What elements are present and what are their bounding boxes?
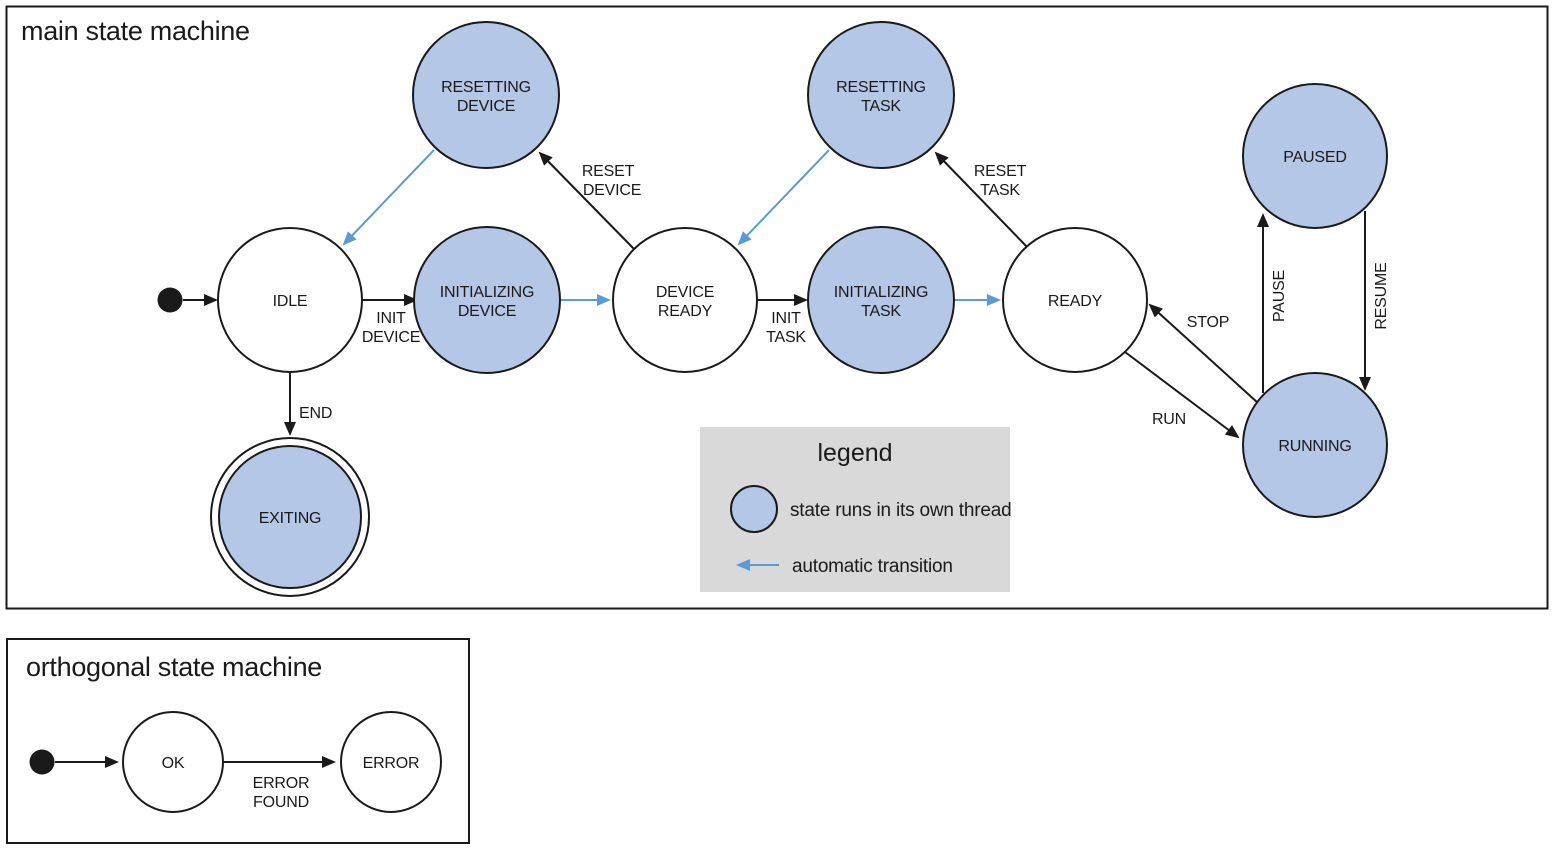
state-device-ready-label-line2: READY — [658, 303, 713, 320]
transition-run-label: RUN — [1152, 411, 1186, 428]
main-state-machine-title: main state machine — [21, 16, 250, 46]
transition-init-task-label-line2: TASK — [766, 329, 806, 346]
transition-reset-task-label-line2: TASK — [980, 182, 1020, 199]
transition-init-task-label-line1: INIT — [771, 310, 801, 327]
state-resetting-task-label-line1: RESETTING — [836, 79, 926, 96]
transition-init-device-label-line1: INIT — [376, 310, 406, 327]
state-device-ready-label-line1: DEVICE — [656, 284, 714, 301]
state-error — [340, 711, 442, 813]
transition-reset-device-label-line1: RESET — [582, 163, 635, 180]
transition-auto-resetting-device-to-idle — [342, 149, 435, 246]
state-resetting-task-label-line2: TASK — [861, 98, 901, 115]
orthogonal-state-machine: orthogonal state machine ERROR FOUND OK … — [6, 638, 470, 844]
transition-stop — [1148, 303, 1259, 404]
orthogonal-state-machine-title: orthogonal state machine — [26, 652, 322, 682]
transition-reset-task-label-line1: RESET — [974, 163, 1027, 180]
state-resetting-device-label-line2: DEVICE — [457, 98, 515, 115]
state-resetting-device — [412, 21, 560, 169]
state-running — [1242, 372, 1388, 518]
legend: legend state runs in its own thread auto… — [700, 427, 1012, 592]
state-initializing-task — [807, 226, 955, 374]
transition-end-label: END — [299, 405, 332, 422]
state-exiting — [218, 445, 362, 589]
initial-state-dot — [157, 287, 183, 313]
main-state-machine-frame — [5, 5, 1549, 610]
orthogonal-initial-state-dot — [29, 749, 55, 775]
transition-reset-device — [538, 151, 635, 250]
legend-threaded-state-label: state runs in its own thread — [790, 500, 1011, 521]
legend-threaded-state-icon — [730, 485, 778, 533]
state-ok — [122, 711, 224, 813]
state-error-label: ERROR — [363, 755, 420, 772]
transition-auto-resetting-task-to-device-ready — [737, 149, 830, 246]
transition-error-found-label-line2: FOUND — [253, 794, 309, 811]
transition-reset-device-label-line2: DEVICE — [583, 182, 641, 199]
state-ready — [1002, 227, 1148, 373]
state-initializing-device-label-line1: INITIALIZING — [440, 284, 535, 301]
state-ok-label: OK — [162, 755, 185, 772]
main-state-machine: main state machine INIT DEVICE RESET DEV… — [5, 5, 1549, 610]
state-running-label: RUNNING — [1278, 438, 1351, 455]
state-idle-label: IDLE — [273, 293, 308, 310]
state-initializing-device-label-line2: DEVICE — [458, 303, 516, 320]
state-idle — [217, 227, 363, 373]
state-initializing-device — [413, 226, 561, 374]
transition-stop-label: STOP — [1187, 314, 1229, 331]
transition-run — [1124, 351, 1240, 439]
state-ready-label: READY — [1048, 293, 1103, 310]
legend-automatic-transition-label: automatic transition — [792, 556, 953, 577]
state-paused — [1242, 83, 1388, 229]
transition-error-found-label-line1: ERROR — [253, 775, 310, 792]
transition-init-device-label-line2: DEVICE — [362, 329, 420, 346]
transition-resume-label: RESUME — [1373, 262, 1390, 329]
orthogonal-state-machine-frame — [6, 638, 470, 844]
state-initializing-task-label-line2: TASK — [861, 303, 901, 320]
transition-reset-task — [934, 151, 1030, 250]
transition-pause-label: PAUSE — [1271, 270, 1288, 322]
state-resetting-device-label-line1: RESETTING — [441, 79, 531, 96]
state-resetting-task — [807, 21, 955, 169]
state-device-ready — [612, 227, 758, 373]
legend-title: legend — [817, 439, 892, 467]
state-exiting-label: EXITING — [259, 510, 322, 527]
state-paused-label: PAUSED — [1283, 149, 1346, 166]
state-initializing-task-label-line1: INITIALIZING — [834, 284, 929, 301]
